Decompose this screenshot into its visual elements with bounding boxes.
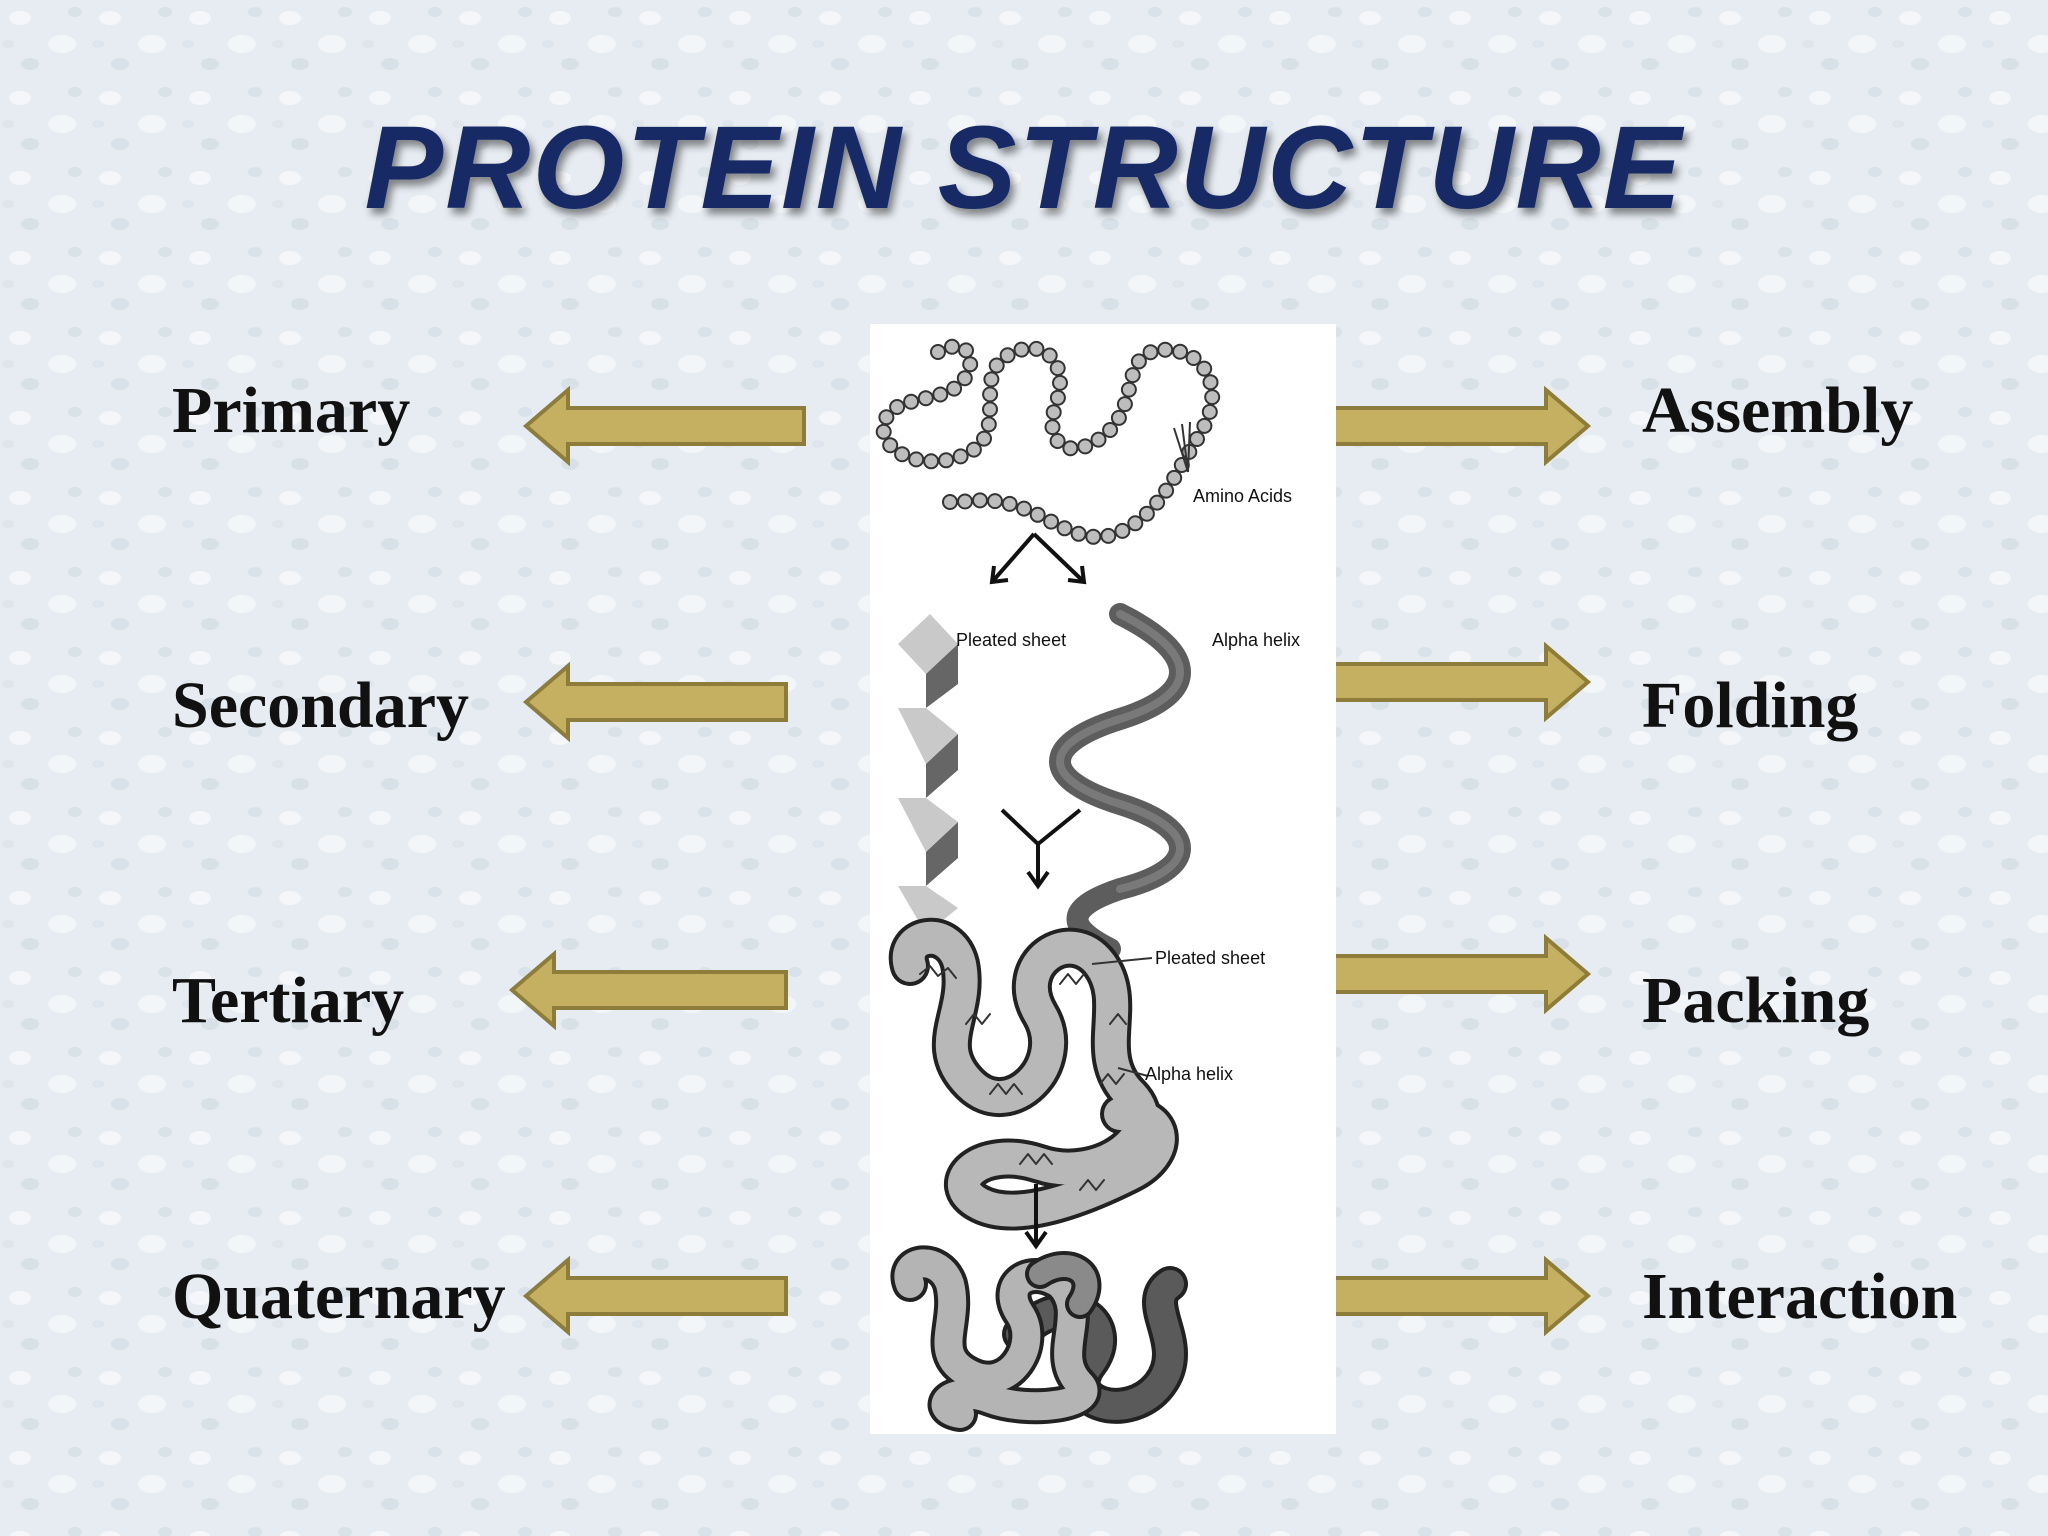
amino-acid-bead — [1056, 520, 1073, 537]
amino-acid-bead — [1157, 341, 1174, 358]
amino-acid-bead — [1013, 341, 1030, 358]
amino-acid-bead — [1102, 422, 1119, 438]
amino-acid-bead — [957, 493, 973, 510]
label-folding: Folding — [1642, 669, 1859, 742]
amino-acid-bead — [946, 380, 963, 397]
amino-acid-bead — [962, 356, 979, 373]
amino-acid-bead — [1049, 360, 1066, 377]
amino-acid-bead — [999, 347, 1016, 364]
amino-acid-bead — [1201, 403, 1218, 420]
label-quaternary: Quaternary — [172, 1260, 506, 1333]
label-packing: Packing — [1642, 964, 1870, 1037]
amino-acid-bead — [1085, 528, 1102, 545]
label-interaction: Interaction — [1642, 1260, 1958, 1333]
alpha-helix-label: Alpha helix — [1212, 630, 1300, 650]
amino-acid-bead — [982, 401, 998, 418]
amino-acid-bead — [1196, 360, 1213, 377]
amino-acid-bead — [1166, 469, 1183, 486]
amino-acid-bead — [1120, 381, 1137, 398]
amino-acid-bead — [1196, 417, 1213, 434]
label-tertiary: Tertiary — [172, 964, 405, 1037]
amino-acid-chain — [875, 338, 1221, 545]
amino-acid-bead — [1049, 389, 1066, 406]
amino-acid-bead — [1052, 374, 1068, 391]
tertiary-fold-shape — [888, 918, 1179, 1231]
amino-acid-bead — [932, 386, 949, 403]
left-arrow-icon — [508, 950, 788, 1030]
pleated-sheet-label-2: Pleated sheet — [1155, 948, 1265, 968]
amino-acid-bead — [1016, 500, 1032, 517]
amino-acid-bead — [965, 441, 982, 458]
amino-acid-bead — [1138, 505, 1155, 522]
amino-acid-bead — [1124, 367, 1141, 384]
amino-acid-bead — [1130, 353, 1147, 370]
amino-acid-bead — [1100, 527, 1117, 544]
amino-acid-bead — [903, 393, 920, 410]
amino-acid-bead — [938, 452, 955, 469]
amino-acid-bead — [1001, 495, 1018, 512]
amino-acid-bead — [956, 370, 973, 387]
amino-acid-bead — [889, 399, 906, 415]
page-title: PROTEIN STRUCTURE — [364, 102, 1684, 234]
right-arrow-icon — [1312, 386, 1592, 466]
amino-acid-bead — [988, 357, 1005, 374]
left-arrow-icon — [522, 662, 788, 742]
amino-acid-bead — [875, 423, 892, 440]
label-assembly: Assembly — [1642, 374, 1914, 447]
quaternary-complex-shape — [890, 1245, 1188, 1432]
amino-acid-bead — [952, 448, 969, 465]
amino-acid-bead — [1049, 433, 1066, 449]
amino-acid-bead — [878, 409, 895, 426]
amino-acid-bead — [980, 416, 997, 433]
amino-acid-bead — [1062, 440, 1079, 457]
amino-acid-bead — [944, 338, 960, 355]
amino-acid-bead — [1149, 494, 1166, 511]
amino-acid-bead — [1158, 482, 1175, 499]
amino-acid-bead — [1041, 347, 1058, 364]
amino-acid-bead — [1029, 506, 1046, 523]
amino-acid-bead — [1202, 374, 1219, 391]
right-arrow-icon — [1328, 1256, 1592, 1336]
amino-acid-bead — [1189, 431, 1205, 447]
amino-acid-bead — [1142, 344, 1159, 361]
amino-acid-bead — [894, 446, 911, 463]
amino-acid-bead — [983, 371, 1000, 388]
amino-acid-bead — [1116, 396, 1133, 413]
amino-acid-bead — [1090, 431, 1107, 448]
amino-acid-bead — [908, 451, 925, 468]
amino-acid-bead — [1204, 389, 1221, 406]
left-arrow-icon — [522, 386, 806, 466]
amino-acid-bead — [1044, 419, 1061, 436]
amino-acid-bead — [1077, 438, 1094, 455]
alpha-helix-label-2: Alpha helix — [1145, 1064, 1233, 1084]
pleated-sheet-shape — [898, 614, 958, 934]
label-primary: Primary — [172, 374, 411, 447]
amino-acid-bead — [1172, 343, 1189, 360]
amino-acid-bead — [1043, 513, 1060, 530]
right-arrow-icon — [1328, 934, 1592, 1014]
amino-acid-bead — [923, 453, 940, 470]
left-arrow-icon — [522, 1256, 788, 1336]
amino-acid-bead — [982, 386, 999, 403]
amino-acid-bead — [1045, 404, 1062, 421]
amino-acid-bead — [1127, 515, 1144, 532]
amino-acid-bead — [1070, 525, 1087, 542]
amino-acid-bead — [882, 437, 899, 454]
amino-acid-bead — [1185, 350, 1202, 366]
amino-acid-bead — [917, 390, 934, 407]
amino-acids-label: Amino Acids — [1193, 486, 1292, 506]
amino-acid-bead — [958, 342, 974, 359]
amino-acid-bead — [972, 492, 988, 509]
amino-acid-bead — [987, 493, 1003, 510]
protein-structure-figure: Amino Acids Pleated sheet Alpha helix — [870, 324, 1336, 1434]
amino-acid-bead — [942, 494, 958, 510]
label-secondary: Secondary — [172, 669, 469, 742]
amino-acid-bead — [1114, 522, 1131, 539]
amino-acid-bead — [976, 430, 992, 447]
right-arrow-icon — [1328, 642, 1592, 722]
pleated-sheet-label: Pleated sheet — [956, 630, 1066, 650]
amino-acid-bead — [1028, 340, 1045, 357]
amino-acid-bead — [1110, 409, 1127, 426]
amino-acid-bead — [930, 344, 946, 360]
